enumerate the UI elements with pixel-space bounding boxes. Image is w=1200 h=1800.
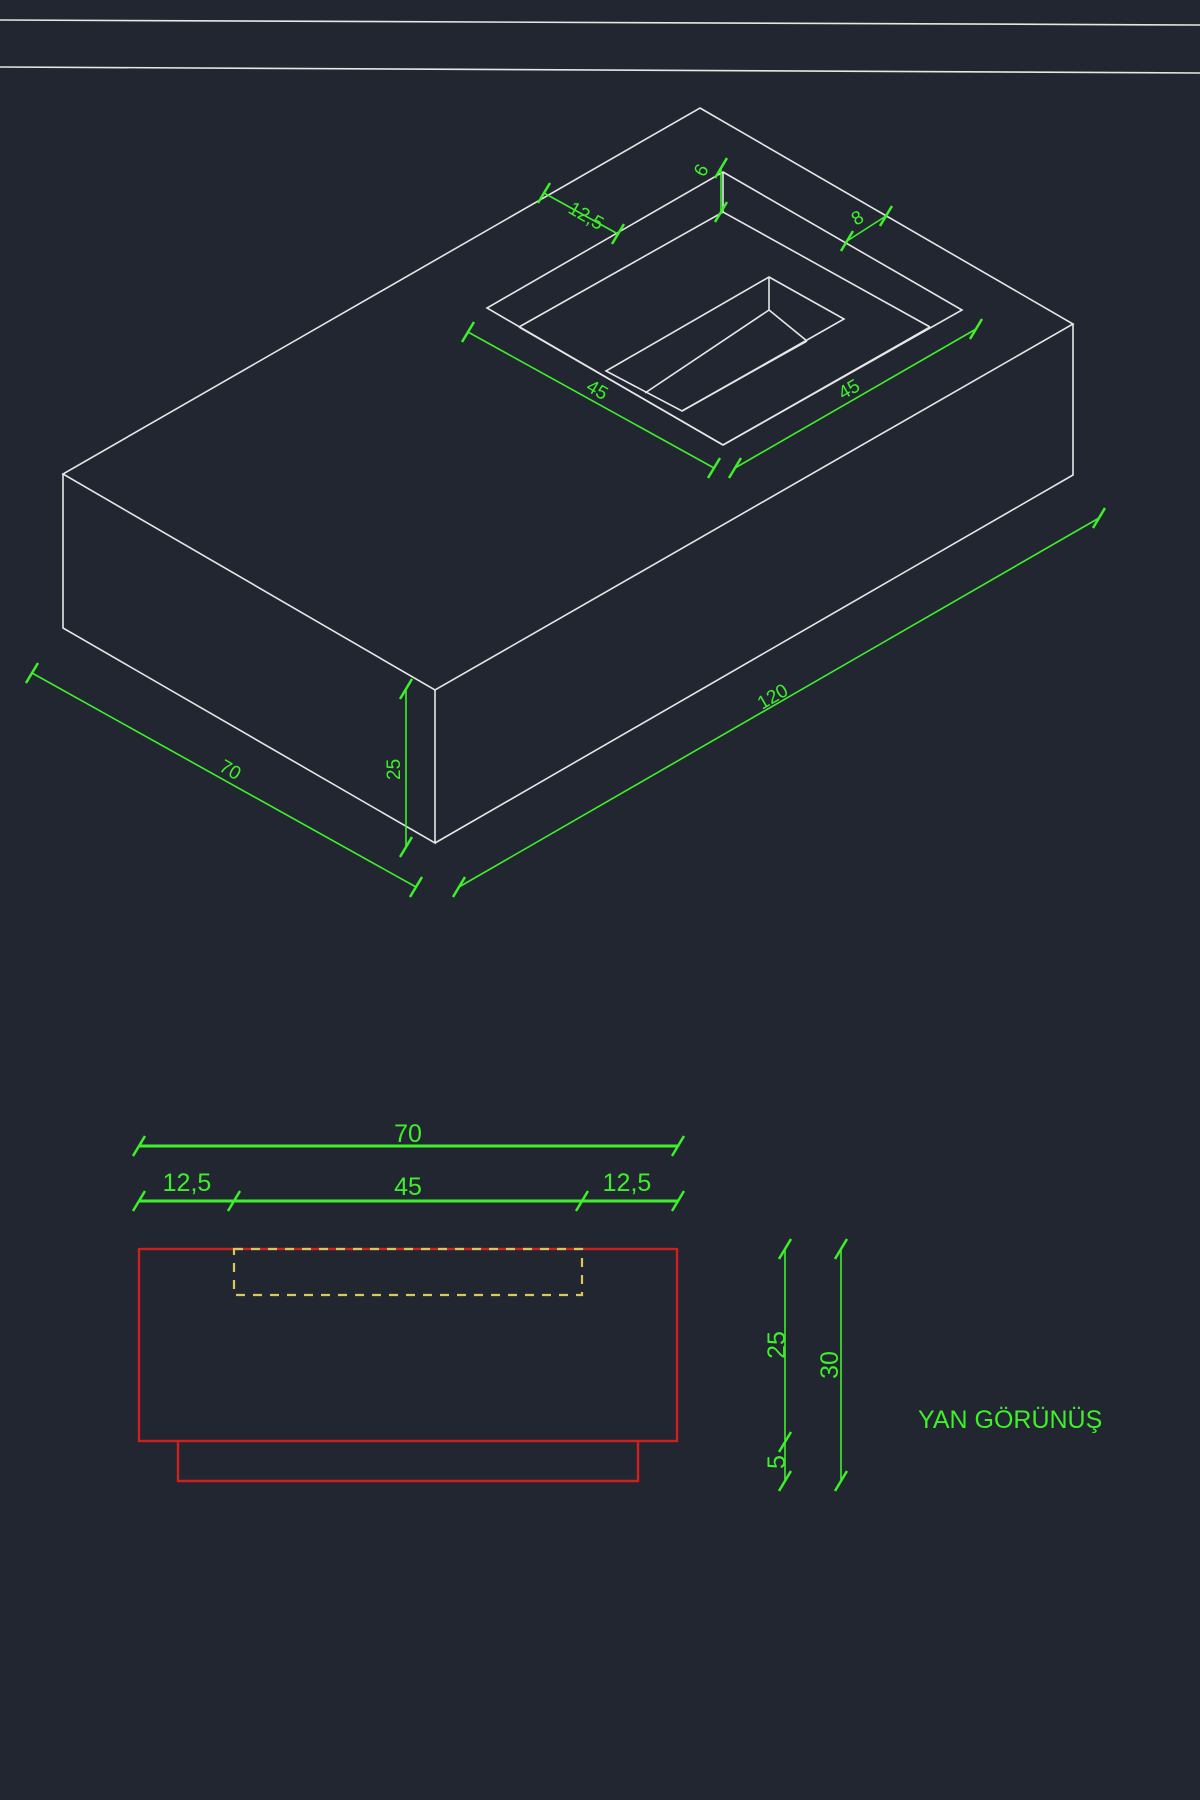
dim-flange-width-line	[543, 192, 619, 235]
frame-line-top	[0, 19, 1200, 26]
dim-flange-depth-tick	[713, 201, 729, 223]
dim-chain-tick	[226, 1190, 242, 1212]
dim-height: 25	[384, 759, 405, 780]
dim-opening-width-line	[734, 328, 977, 469]
inner-right-edge	[722, 326, 931, 446]
dim-body-base-height-tick	[777, 1431, 793, 1453]
hidden-basin-outline	[232, 1247, 584, 1297]
dim-total-length-tick	[451, 876, 467, 898]
dim-total-length: 120	[754, 680, 792, 714]
box-right-face	[434, 324, 1074, 844]
dim-overall-width-tick	[670, 1135, 686, 1157]
dim-opening-width-tick	[727, 457, 743, 479]
side-view-title: YAN GÖRÜNÜŞ	[918, 1406, 1102, 1434]
dim-flange-width-tick	[610, 223, 626, 245]
dim-flange-depth-tick	[713, 157, 729, 179]
side-base-outline	[176, 1441, 640, 1483]
dim-rim-width-tick	[878, 205, 894, 227]
dim-height-tick	[398, 678, 414, 700]
dim-opening-width-tick	[968, 318, 984, 340]
dim-total-width-line	[31, 672, 417, 888]
dim-flange-depth: 6	[690, 161, 713, 181]
dim-total-length-line	[458, 517, 1100, 888]
dim-opening-length-tick	[460, 321, 476, 343]
dim-opening-length: 45	[583, 376, 612, 405]
dim-total-height-line-tick	[833, 1470, 849, 1492]
dim-opening: 45	[394, 1173, 422, 1201]
dim-chain-tick	[131, 1190, 147, 1212]
dim-flange-width: 12,5	[565, 198, 608, 235]
dim-total-width: 70	[216, 756, 245, 785]
box-top-face	[61, 107, 1075, 691]
dim-total-height-line-tick	[833, 1238, 849, 1260]
dim-rim-width-tick	[839, 230, 855, 252]
sink-opening-inner	[518, 211, 931, 328]
dim-body-base-height-tick	[777, 1238, 793, 1260]
dim-total-length-tick	[1091, 507, 1107, 529]
dim-opening-length-tick	[706, 457, 722, 479]
dim-rim-width-line	[846, 215, 887, 242]
dim-body-height: 25	[763, 1331, 791, 1359]
dimension-lines	[24, 157, 1107, 1492]
basin-floor-edge-2	[681, 340, 808, 412]
dim-base-height: 5	[763, 1455, 791, 1469]
dim-opening-length-line	[467, 331, 715, 469]
inner-left-edge	[518, 326, 724, 446]
basin-floor-edge	[644, 309, 770, 394]
side-body-outline	[137, 1247, 679, 1443]
dim-height-tick	[398, 836, 414, 858]
side-view	[137, 1247, 679, 1483]
dim-chain-tick	[670, 1190, 686, 1212]
dim-total-width-tick	[24, 662, 40, 684]
dim-total-height: 30	[816, 1351, 844, 1379]
frame-line-second	[0, 66, 1200, 74]
basin-outline	[604, 276, 846, 412]
dim-left-margin: 12,5	[163, 1169, 212, 1197]
dim-overall-width-tick	[131, 1135, 147, 1157]
dim-body-base-height-tick	[777, 1470, 793, 1492]
isometric-view	[61, 107, 1075, 845]
basin-inner	[768, 277, 808, 342]
dim-chain-tick	[574, 1190, 590, 1212]
dim-overall-width: 70	[394, 1120, 422, 1148]
dim-total-width-tick	[408, 876, 424, 898]
dim-right-margin: 12,5	[603, 1169, 652, 1197]
dim-rim-width: 8	[848, 207, 868, 230]
dim-flange-width-tick	[536, 182, 552, 204]
box-left-face	[62, 474, 436, 845]
